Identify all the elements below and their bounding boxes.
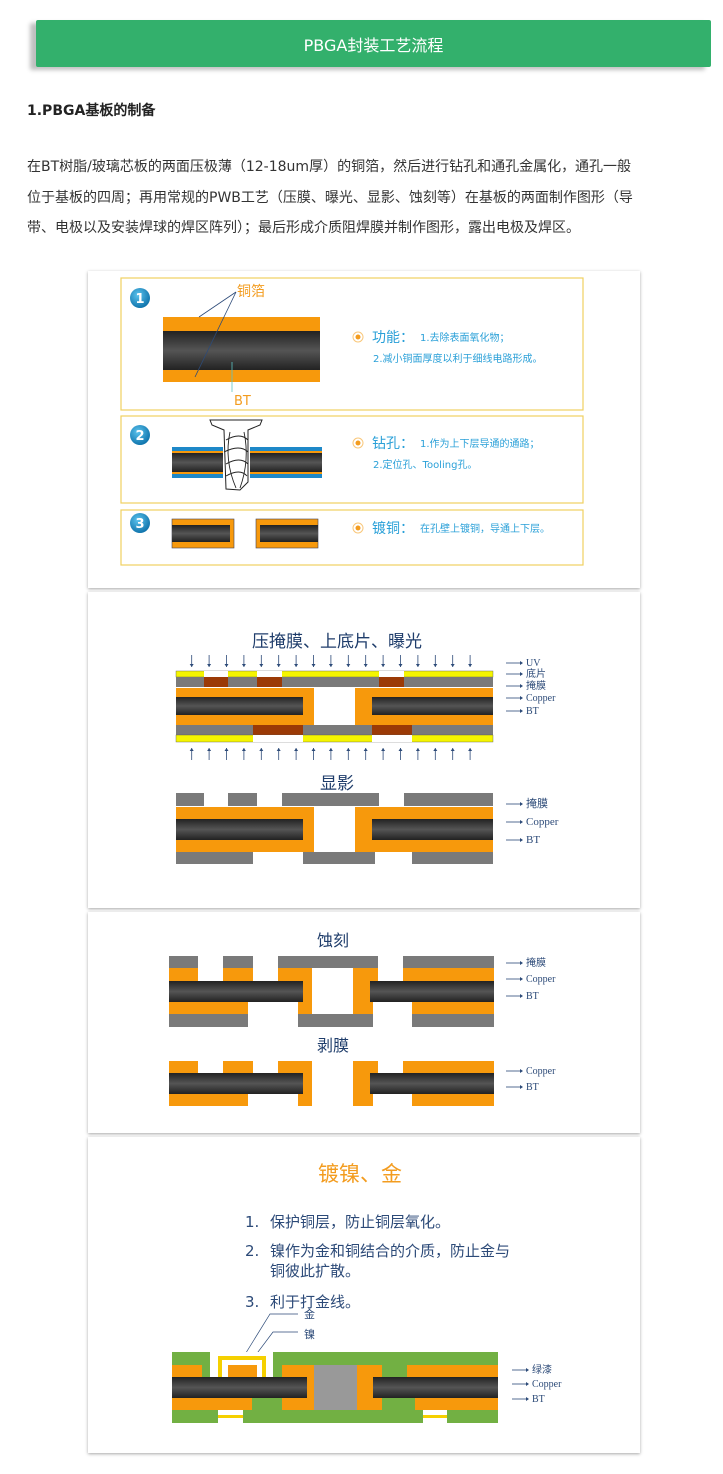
legend-item: 底片	[506, 667, 546, 680]
legend-label: Copper	[526, 974, 556, 985]
legend-item: Copper	[506, 693, 556, 704]
strip-cross-section	[169, 1061, 494, 1106]
step-box-2	[120, 415, 584, 504]
step-number: 3	[135, 517, 144, 532]
list-text: 保护铜层，防止铜层氧化。	[270, 1213, 450, 1231]
legend-item: 掩膜	[506, 796, 548, 810]
legend-item: 掩膜	[506, 679, 546, 692]
plated-board	[171, 518, 319, 549]
legend-label: BT	[526, 1082, 539, 1093]
step-title: 功能：	[372, 330, 414, 346]
legend-label: BT	[526, 834, 540, 846]
list-text: 铜彼此扩散。	[270, 1262, 360, 1280]
step-box-3	[120, 509, 584, 566]
list-number: 1.	[245, 1213, 259, 1231]
step-number-badge	[130, 425, 150, 445]
step-title: 镀铜：	[372, 520, 414, 537]
legend-label: Copper	[532, 1379, 562, 1390]
legend-label: Copper	[526, 1066, 556, 1077]
list-number: 2.	[245, 1242, 259, 1260]
section-heading: 1.PBGA基板的制备	[27, 103, 156, 119]
sun-bullet-icon	[352, 437, 364, 449]
diagram-title: 显影	[320, 774, 354, 794]
figure-substrate-steps: 1 铜箔 BT 功能： 1.去除表面氧化物； 2.减小铜面厚度以利于细线电路形成…	[88, 271, 640, 588]
copper-foil-label: 铜箔	[237, 284, 265, 300]
legend-label: UV	[526, 658, 541, 669]
sun-bullet-icon	[352, 522, 364, 534]
diagram-title: 蚀刻	[317, 931, 349, 950]
sun-bullet-icon	[352, 331, 364, 343]
banner-title: PBGA封装工艺流程	[303, 35, 444, 55]
legend-item: Copper	[512, 1379, 562, 1390]
diagram-title: 镀镍、金	[318, 1162, 402, 1186]
legend-label: 底片	[526, 667, 546, 680]
legend-item: UV	[506, 658, 541, 669]
legend-label: 掩膜	[526, 956, 546, 969]
legend-item: Copper	[506, 816, 559, 828]
legend-item: BT	[506, 1082, 539, 1093]
etch-cross-section	[169, 956, 494, 1027]
legend-item: Copper	[506, 1066, 556, 1077]
list-text: 利于打金线。	[270, 1293, 360, 1311]
gold-label: 金	[304, 1307, 315, 1321]
legend-item: 绿漆	[512, 1363, 552, 1376]
legend-item: 掩膜	[506, 956, 546, 969]
step-line: 1.去除表面氧化物；	[420, 331, 510, 344]
list-text: 镍作为金和铜结合的介质，防止金与	[270, 1242, 510, 1260]
step-title: 钻孔：	[372, 436, 414, 452]
paragraph-line: 带、电极以及安装焊球的焊区阵列）；最后形成介质阻焊膜并制作图形，露出电极及焊区。	[27, 220, 580, 236]
legend-label: BT	[526, 706, 539, 717]
step-line: 1.作为上下层导通的通路；	[420, 437, 540, 450]
develop-cross-section	[176, 793, 493, 864]
title-banner: PBGA封装工艺流程	[36, 20, 711, 67]
legend-item: BT	[506, 706, 539, 717]
legend-item: BT	[512, 1394, 545, 1405]
legend-label: BT	[526, 991, 539, 1002]
figure-nickel-gold: 镀镍、金 1. 保护铜层，防止铜层氧化。 2. 镍作为金和铜结合的介质，防止金与…	[88, 1137, 640, 1453]
bt-core	[163, 331, 320, 370]
legend-item: BT	[506, 991, 539, 1002]
step-line: 在孔壁上镀铜，导通上下层。	[420, 522, 550, 535]
exposure-cross-section	[175, 670, 494, 743]
step-box-1	[120, 277, 584, 411]
step-line: 2.定位孔、Tooling孔。	[373, 458, 477, 471]
step-number-badge	[130, 513, 150, 533]
legend-label: 掩膜	[526, 679, 546, 692]
step-number: 2	[135, 429, 144, 444]
paragraph-line: 位于基板的四周；再用常规的PWB工艺（压膜、曝光、显影、蚀刻等）在基板的两面制作…	[27, 189, 633, 206]
uv-arrows	[189, 655, 473, 760]
section-paragraph: 在BT树脂/玻璃芯板的两面压极薄（12-18um厚）的铜箔，然后进行钻孔和通孔金…	[27, 152, 707, 244]
list-number: 3.	[245, 1293, 259, 1311]
legend-label: Copper	[526, 816, 559, 828]
nickel-label: 镍	[304, 1327, 315, 1341]
legend-label: BT	[532, 1394, 545, 1405]
legend-label: 绿漆	[532, 1363, 552, 1376]
bt-label: BT	[234, 394, 251, 409]
finished-cross-section	[172, 1352, 498, 1423]
step-line: 2.减小铜面厚度以利于细线电路形成。	[373, 352, 543, 365]
legend-label: Copper	[526, 693, 556, 704]
step-number-badge	[130, 288, 150, 308]
legend-item: BT	[506, 834, 540, 846]
step-number: 1	[135, 292, 144, 307]
legend-item: Copper	[506, 974, 556, 985]
legend-label: 掩膜	[526, 796, 548, 810]
drill-bit-icon	[209, 419, 263, 491]
diagram-title: 压掩膜、上底片、曝光	[252, 632, 422, 652]
diagram-title: 剥膜	[317, 1036, 349, 1055]
paragraph-line: 在BT树脂/玻璃芯板的两面压极薄（12-18um厚）的铜箔，然后进行钻孔和通孔金…	[27, 159, 632, 175]
